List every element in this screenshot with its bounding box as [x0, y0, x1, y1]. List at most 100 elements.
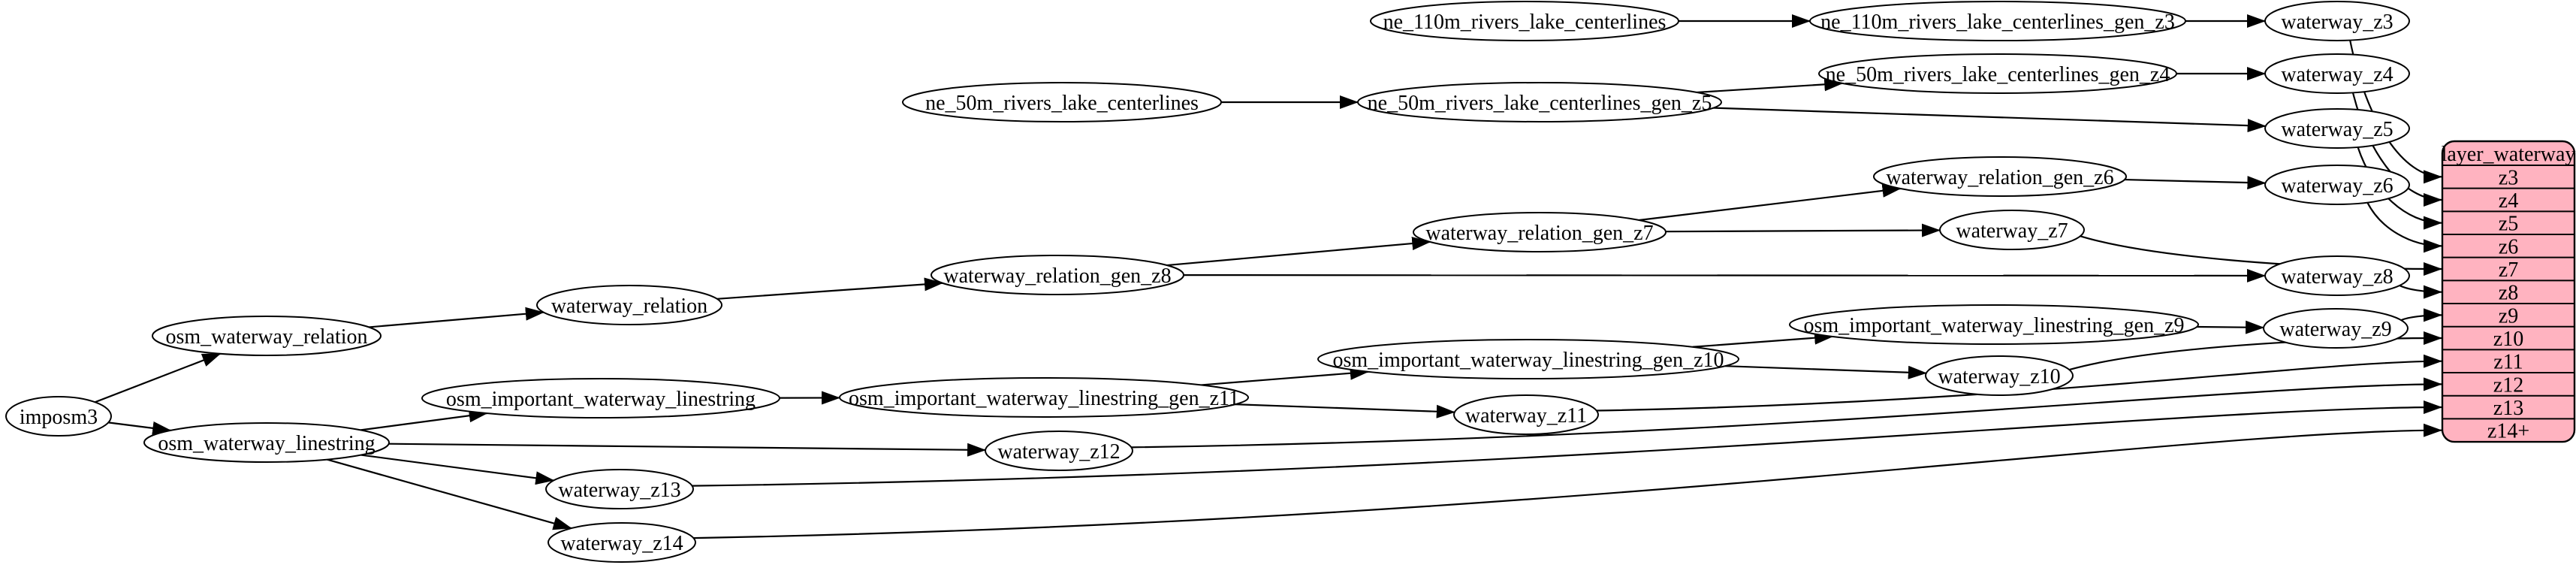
- node-waterway_relation: waterway_relation: [536, 285, 722, 325]
- node-waterway_z11: waterway_z11: [1453, 394, 1599, 435]
- node-label: waterway_relation_gen_z7: [1425, 222, 1653, 245]
- node-label: ne_50m_rivers_lake_centerlines_gen_z4: [1826, 63, 2170, 86]
- node-ellipse: [1370, 1, 1679, 41]
- edge-osm_important_waterway_linestring_gen_z11-to-waterway_z11: [1235, 403, 1455, 418]
- node-label: waterway_relation_gen_z6: [1886, 166, 2113, 189]
- node-ellipse: [1789, 304, 2199, 345]
- node-ellipse: [1818, 53, 2177, 94]
- edge-waterway_relation_gen_z8-to-waterway_relation_gen_z7: [1166, 237, 1431, 267]
- node-waterway_z4: waterway_z4: [2264, 53, 2410, 94]
- node-imposm3: imposm3: [5, 396, 112, 437]
- table-row-z14+: z14+: [2487, 420, 2529, 443]
- edge-osm_important_waterway_linestring_gen_z10-to-waterway_z10: [1724, 365, 1927, 379]
- edge-waterway_relation-to-waterway_relation_gen_z8: [716, 277, 943, 300]
- node-label: waterway_z6: [2281, 174, 2393, 198]
- table-row-z10: z10: [2493, 328, 2523, 351]
- node-label: ne_110m_rivers_lake_centerlines: [1383, 11, 1667, 34]
- node-label: osm_important_waterway_linestring_gen_z1…: [849, 387, 1239, 410]
- node-ellipse: [2263, 308, 2409, 349]
- edge-imposm3-to-osm_waterway_linestring: [108, 421, 172, 435]
- node-ellipse: [931, 255, 1184, 295]
- node-ellipse: [2264, 165, 2410, 205]
- node-osm_important_waterway_linestring_gen_z11: osm_important_waterway_linestring_gen_z1…: [839, 377, 1249, 418]
- table-title: layer_waterway: [2442, 143, 2576, 166]
- node-ellipse: [985, 431, 1133, 471]
- edge-waterway_z11-to-layer_waterway-z11: [1596, 354, 2442, 412]
- table-row-z9: z9: [2499, 304, 2518, 328]
- node-label: osm_waterway_linestring: [158, 432, 375, 455]
- node-ellipse: [902, 82, 1222, 122]
- node-label: waterway_z11: [1465, 404, 1587, 428]
- node-label: ne_50m_rivers_lake_centerlines: [925, 92, 1199, 115]
- node-osm_important_waterway_linestring: osm_important_waterway_linestring: [421, 378, 780, 418]
- edge-waterway_z8-to-layer_waterway-z8: [2399, 284, 2442, 299]
- edge-waterway_z14-to-layer_waterway-z14+: [693, 423, 2442, 539]
- table-row-z8: z8: [2499, 282, 2518, 305]
- node-label: waterway_z14: [560, 532, 683, 555]
- edge-osm_waterway_relation-to-waterway_relation: [369, 307, 544, 328]
- table-row-z7: z7: [2499, 258, 2518, 282]
- node-label: waterway_z10: [1938, 365, 2060, 388]
- table-row-z11: z11: [2493, 351, 2523, 374]
- node-waterway_z6: waterway_z6: [2264, 165, 2410, 205]
- edge-waterway_z13-to-layer_waterway-z13: [692, 400, 2442, 487]
- node-layer: imposm3 osm_waterway_relation osm_waterway…: [5, 1, 2410, 563]
- edge-imposm3-to-osm_waterway_relation: [95, 352, 222, 403]
- node-ellipse: [421, 378, 780, 418]
- edge-osm_important_waterway_linestring_gen_z9-to-waterway_z9: [2197, 320, 2265, 334]
- node-ne_50m_rivers_lake_centerlines: ne_50m_rivers_lake_centerlines: [902, 82, 1222, 122]
- table-row-z4: z4: [2499, 189, 2518, 213]
- table-row-z12: z12: [2493, 373, 2523, 397]
- node-waterway_z5: waterway_z5: [2264, 108, 2410, 149]
- edge-waterway_relation_gen_z8-to-waterway_z8: [1183, 268, 2266, 282]
- edge-osm_waterway_linestring-to-waterway_z14: [327, 458, 572, 530]
- node-label: waterway_z9: [2279, 318, 2391, 341]
- node-ellipse: [1939, 210, 2085, 250]
- node-ellipse: [2264, 1, 2410, 41]
- node-ne_110m_rivers_lake_centerlines_gen_z3: ne_110m_rivers_lake_centerlines_gen_z3: [1809, 1, 2186, 41]
- node-label: osm_waterway_relation: [165, 325, 367, 349]
- table-background: [2441, 140, 2576, 443]
- node-label: waterway_relation_gen_z8: [943, 264, 1171, 288]
- node-ellipse: [839, 377, 1249, 418]
- node-label: waterway_z3: [2281, 11, 2393, 34]
- node-ellipse: [1809, 1, 2186, 41]
- node-label: waterway_z8: [2281, 265, 2393, 289]
- edge-ne_50m_rivers_lake_centerlines_gen_z5-to-waterway_z5: [1713, 107, 2267, 133]
- node-label: osm_important_waterway_linestring_gen_z1…: [1333, 349, 1724, 372]
- node-waterway_z7: waterway_z7: [1939, 210, 2085, 250]
- edge-ne_50m_rivers_lake_centerlines_gen_z5-to-ne_50m_rivers_lake_centerlines_gen_z4: [1697, 77, 1844, 94]
- node-label: waterway_z12: [997, 440, 1120, 464]
- node-label: waterway_z4: [2281, 63, 2393, 86]
- node-ellipse: [547, 522, 696, 563]
- edge-osm_waterway_linestring-to-waterway_z13: [360, 454, 555, 485]
- node-ellipse: [1413, 212, 1667, 252]
- edge-waterway_z12-to-layer_waterway-z12: [1131, 377, 2442, 449]
- node-osm_important_waterway_linestring_gen_z9: osm_important_waterway_linestring_gen_z9: [1789, 304, 2199, 345]
- node-waterway_z9: waterway_z9: [2263, 308, 2409, 349]
- node-ellipse: [1925, 355, 2074, 396]
- edge-osm_waterway_linestring-to-waterway_z12: [388, 443, 987, 457]
- node-ellipse: [536, 285, 722, 325]
- node-ellipse: [545, 469, 694, 509]
- node-waterway_relation_gen_z8: waterway_relation_gen_z8: [931, 255, 1184, 295]
- node-label: osm_important_waterway_linestring_gen_z9: [1804, 314, 2185, 337]
- edge-osm_important_waterway_linestring_gen_z10-to-osm_important_waterway_linestring_gen_z9: [1692, 331, 1834, 348]
- edge-waterway_relation_gen_z6-to-waterway_z6: [2124, 176, 2267, 190]
- node-label: waterway_relation: [551, 295, 707, 318]
- table-row-z13: z13: [2493, 397, 2523, 420]
- node-ellipse: [1357, 82, 1722, 122]
- node-ellipse: [143, 422, 390, 463]
- node-waterway_relation_gen_z7: waterway_relation_gen_z7: [1413, 212, 1667, 252]
- node-waterway_relation_gen_z6: waterway_relation_gen_z6: [1873, 156, 2127, 197]
- edge-waterway_z9-to-layer_waterway-z9: [2400, 308, 2442, 322]
- node-waterway_z14: waterway_z14: [547, 522, 696, 563]
- node-waterway_z10: waterway_z10: [1925, 355, 2074, 396]
- node-ellipse: [152, 316, 382, 356]
- node-waterway_z3: waterway_z3: [2264, 1, 2410, 41]
- node-label: imposm3: [20, 406, 98, 429]
- node-waterway_z8: waterway_z8: [2264, 255, 2410, 296]
- edge-layer: [95, 14, 2442, 539]
